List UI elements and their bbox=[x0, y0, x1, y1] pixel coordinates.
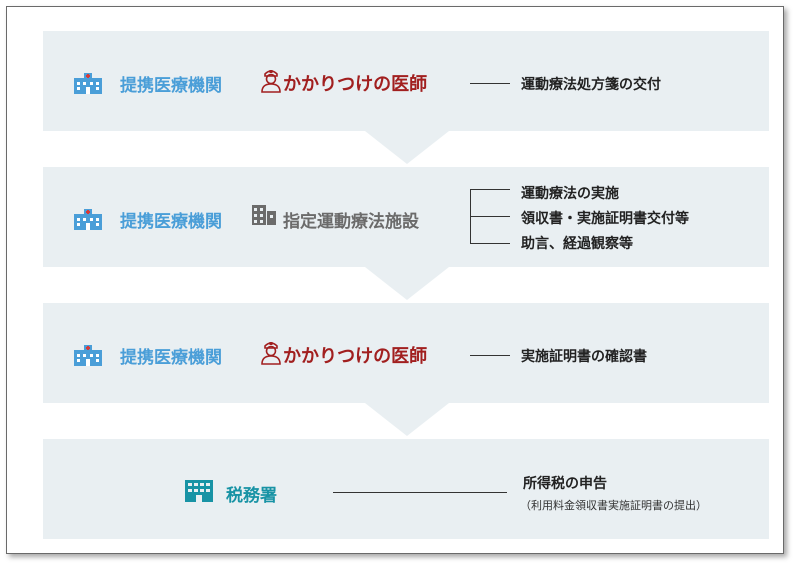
step4-result-sub: （利用料金領収書実施証明書の提出） bbox=[520, 499, 707, 512]
step2-row: 提携医療機関 指定運動療法施設 運動療法の実施 領収書・実施証明書交付等 助言、… bbox=[7, 167, 783, 267]
step2-bracket-top bbox=[470, 189, 510, 190]
step2-bracket-bottom bbox=[470, 243, 510, 244]
hospital-icon bbox=[74, 209, 102, 230]
step1-arrow bbox=[365, 131, 449, 164]
step2-band bbox=[43, 167, 769, 267]
step3-band bbox=[43, 303, 769, 403]
doctor-icon bbox=[261, 70, 281, 93]
partner-medical-label: 提携医療機関 bbox=[120, 212, 222, 232]
step3-arrow bbox=[365, 403, 449, 436]
step2-result-3: 助言、経過観察等 bbox=[521, 236, 633, 252]
step3-row: 提携医療機関 かかりつけの医師 実施証明書の確認書 bbox=[7, 303, 783, 403]
step2-arrow bbox=[365, 267, 449, 300]
step3-result: 実施証明書の確認書 bbox=[521, 349, 647, 365]
partner-medical-label: 提携医療機関 bbox=[120, 348, 222, 368]
building-icon bbox=[252, 205, 276, 225]
step2-bracket-mid bbox=[470, 216, 510, 217]
step3-connector bbox=[470, 355, 510, 356]
step1-result: 運動療法処方箋の交付 bbox=[521, 77, 661, 93]
doctor-icon bbox=[261, 342, 281, 365]
step4-connector bbox=[333, 492, 507, 493]
family-doctor-label: かかりつけの医師 bbox=[283, 346, 428, 367]
diagram-frame: 提携医療機関 かかりつけの医師 運動療法処方箋の交付 提携医療機関 bbox=[6, 6, 784, 554]
hospital-icon bbox=[74, 73, 102, 94]
step2-result-1: 運動療法の実施 bbox=[521, 186, 619, 202]
partner-medical-label: 提携医療機関 bbox=[120, 76, 222, 96]
step2-result-2: 領収書・実施証明書交付等 bbox=[521, 211, 689, 227]
step1-band bbox=[43, 31, 769, 131]
step1-connector bbox=[470, 83, 510, 84]
hospital-icon bbox=[74, 345, 102, 366]
step1-row: 提携医療機関 かかりつけの医師 運動療法処方箋の交付 bbox=[7, 31, 783, 131]
step4-result-main: 所得税の申告 bbox=[523, 476, 607, 492]
tax-office-icon bbox=[185, 480, 213, 502]
step4-band bbox=[43, 439, 769, 539]
designated-facility-label: 指定運動療法施設 bbox=[283, 212, 419, 232]
step4-row: 税務署 所得税の申告 （利用料金領収書実施証明書の提出） bbox=[7, 439, 783, 539]
tax-office-label: 税務署 bbox=[226, 486, 277, 506]
family-doctor-label: かかりつけの医師 bbox=[283, 74, 428, 95]
